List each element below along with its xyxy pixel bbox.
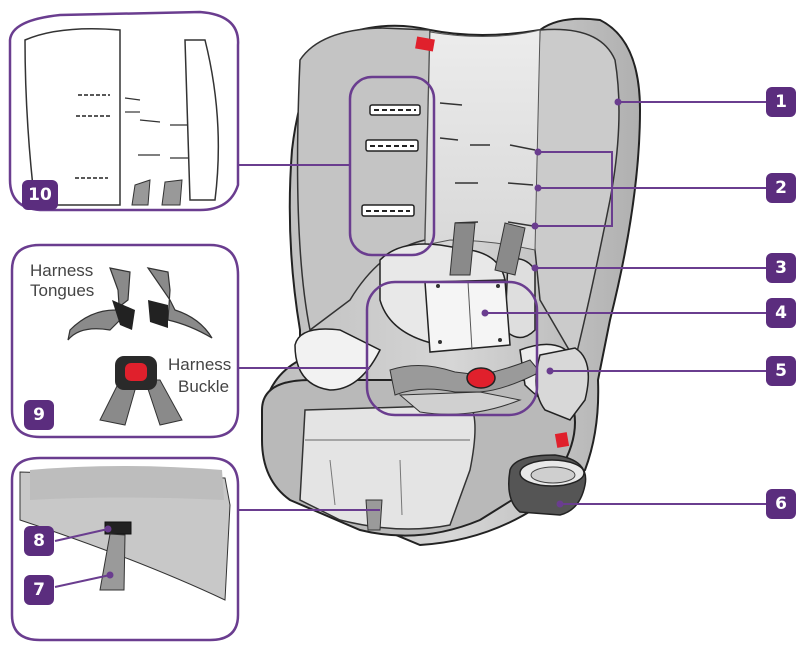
backrest-panel (425, 30, 540, 250)
callout-6: 6 (766, 489, 796, 519)
callout-1: 1 (766, 87, 796, 117)
harness-buckle-label-1: Harness (168, 356, 231, 374)
callout-3: 3 (766, 253, 796, 283)
callout-2: 2 (766, 173, 796, 203)
buckle-red (467, 368, 495, 388)
harness-tongues-label-1: Harness (30, 262, 93, 280)
callout-9: 9 (24, 400, 54, 430)
chest-pads (425, 280, 510, 352)
red-tag-side (555, 432, 569, 448)
callout-4: 4 (766, 298, 796, 328)
harness-buckle-label-2: Buckle (178, 378, 229, 396)
callout-7: 7 (24, 575, 54, 605)
front-tab-strap (366, 500, 382, 530)
callout-8: 8 (24, 526, 54, 556)
callout-10: 10 (22, 180, 58, 210)
harness-tongues-label-2: Tongues (30, 282, 94, 300)
left-shoulder-strap (450, 223, 475, 275)
callout-5: 5 (766, 356, 796, 386)
